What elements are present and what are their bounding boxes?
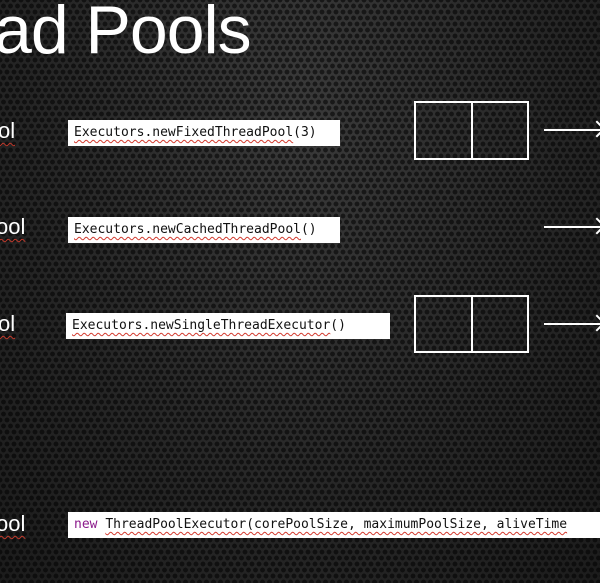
queue-slot: [416, 103, 471, 158]
queue-diagram-single: [414, 295, 529, 353]
queue-slot: [470, 103, 528, 158]
row-label-cached-pool: ool: [0, 214, 26, 239]
code-fixed-thread-pool: Executors.newFixedThreadPool(3): [68, 120, 340, 146]
code-method: Executors.newCachedThreadPool: [74, 222, 301, 237]
code-method: ThreadPoolExecutor(corePoolSize, maximum…: [105, 517, 568, 532]
code-thread-pool-executor: new ThreadPoolExecutor(corePoolSize, max…: [68, 512, 600, 538]
arrow-right-icon: [544, 226, 600, 228]
code-keyword: new: [74, 517, 98, 532]
code-args: (): [330, 318, 346, 333]
queue-slot: [416, 297, 471, 351]
code-args: (): [300, 222, 317, 237]
queue-diagram-fixed: [414, 101, 529, 160]
arrow-right-icon: [544, 129, 600, 131]
code-method: Executors.newSingleThreadExecutor: [72, 318, 331, 333]
code-args: (3): [293, 125, 317, 140]
code-cached-thread-pool: Executors.newCachedThreadPool(): [68, 217, 340, 243]
row-label-single-pool: ol: [0, 311, 16, 336]
code-single-thread-executor: Executors.newSingleThreadExecutor(): [66, 313, 390, 339]
slide-title: ad Pools: [0, 0, 252, 68]
queue-slot: [470, 297, 528, 351]
row-label-custom-pool: ool: [0, 511, 26, 536]
code-method: Executors.newFixedThreadPool: [74, 125, 294, 140]
row-label-fixed-pool: ol: [0, 118, 16, 143]
arrow-right-icon: [544, 323, 600, 325]
